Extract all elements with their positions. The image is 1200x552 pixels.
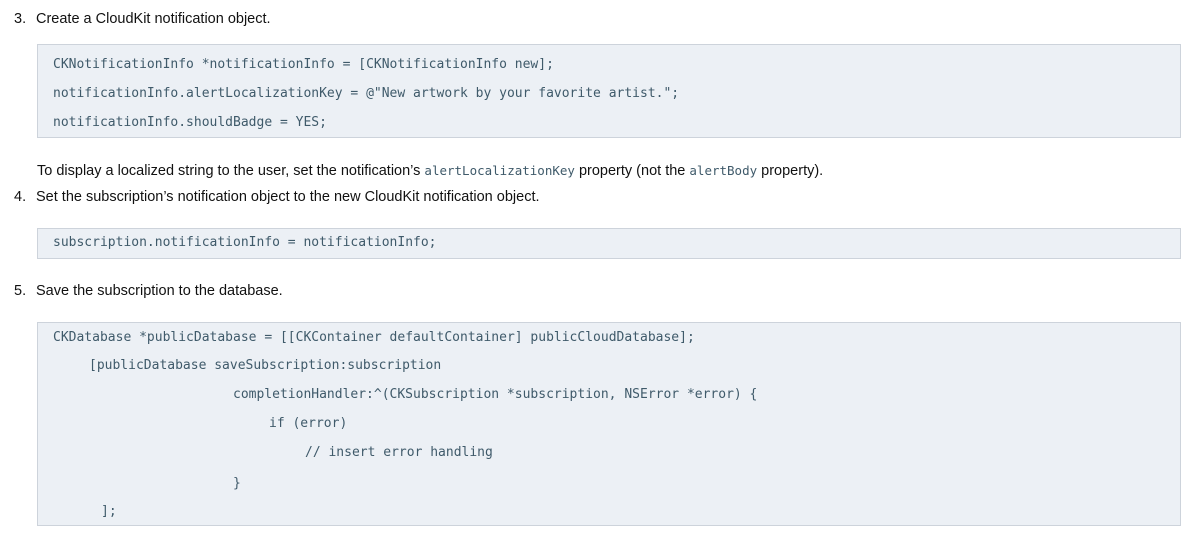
code-line: } xyxy=(233,476,241,491)
code-line: // insert error handling xyxy=(305,445,493,460)
code-line: [publicDatabase saveSubscription:subscri… xyxy=(89,358,442,373)
note-text: property (not the xyxy=(574,163,690,179)
localization-note: To display a localized string to the use… xyxy=(37,162,823,180)
step-3-number: 3. xyxy=(14,11,27,27)
code-line: subscription.notificationInfo = notifica… xyxy=(53,235,437,250)
code-line: ]; xyxy=(101,504,117,519)
code-block-notification-info: CKNotificationInfo *notificationInfo = [… xyxy=(37,44,1181,138)
code-block-save-subscription: CKDatabase *publicDatabase = [[CKContain… xyxy=(37,322,1181,526)
code-line: CKNotificationInfo *notificationInfo = [… xyxy=(53,57,554,72)
code-line: if (error) xyxy=(269,416,348,431)
code-block-assign-notification: subscription.notificationInfo = notifica… xyxy=(37,228,1181,259)
step-4-number: 4. xyxy=(14,189,27,205)
step-4-text: Set the subscription’s notification obje… xyxy=(36,189,540,205)
code-line: completionHandler:^(CKSubscription *subs… xyxy=(233,387,758,402)
step-4-heading: 4. Set the subscription’s notification ob… xyxy=(14,188,540,206)
note-text: To display a localized string to the use… xyxy=(37,163,425,179)
code-line: notificationInfo.alertLocalizationKey = … xyxy=(53,86,680,101)
step-3-heading: 3. Create a CloudKit notification object. xyxy=(14,10,271,28)
code-line: CKDatabase *publicDatabase = [[CKContain… xyxy=(53,330,695,345)
alert-body-code: alertBody xyxy=(689,163,758,178)
code-line: notificationInfo.shouldBadge = YES; xyxy=(53,115,327,130)
step-5-number: 5. xyxy=(14,283,27,299)
step-5-heading: 5. Save the subscription to the database. xyxy=(14,282,283,300)
note-text: property). xyxy=(757,163,824,179)
step-3-text: Create a CloudKit notification object. xyxy=(36,11,271,27)
step-5-text: Save the subscription to the database. xyxy=(36,283,283,299)
alert-localization-key-code: alertLocalizationKey xyxy=(424,163,575,178)
